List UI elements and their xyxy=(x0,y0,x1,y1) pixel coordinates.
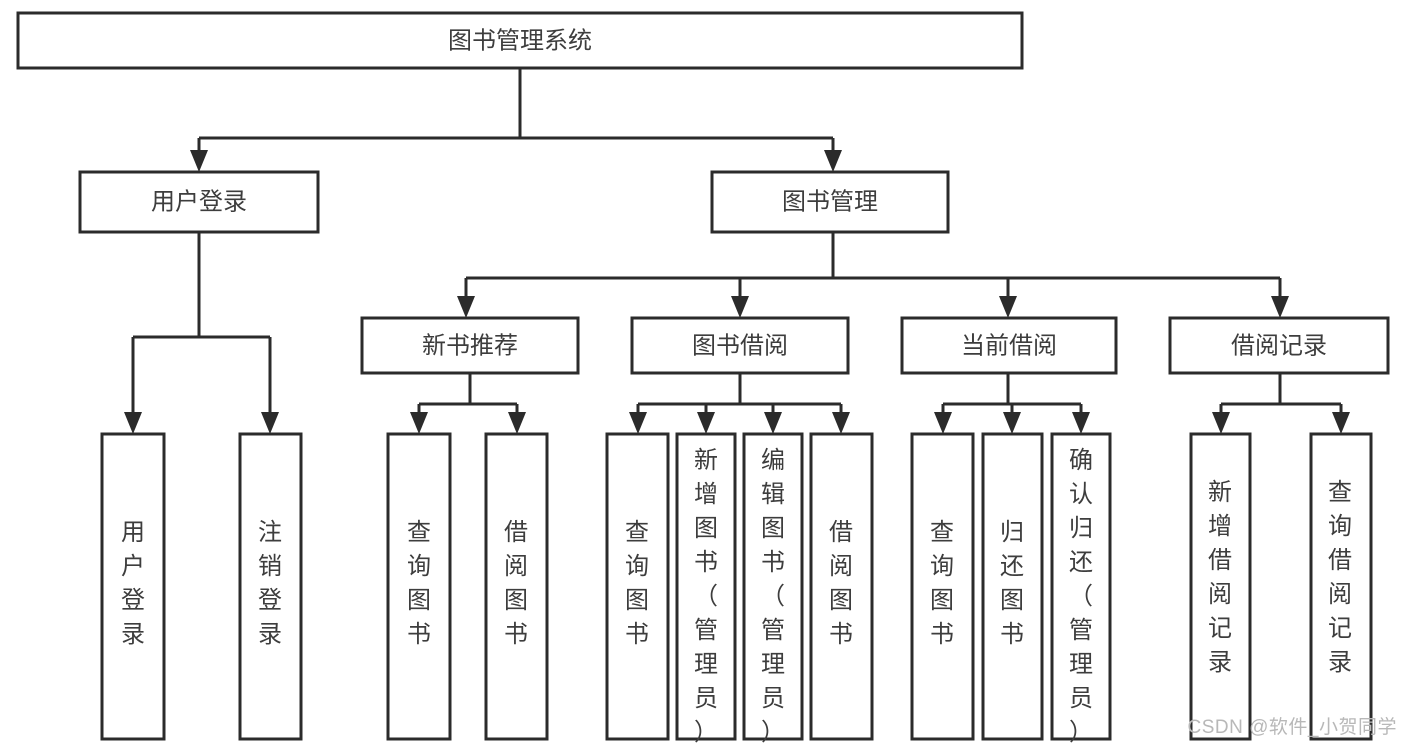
node-leaf-add-record-label: 新增借阅记录 xyxy=(1208,479,1232,676)
node-leaf-borrow-book-2-box[interactable] xyxy=(809,432,874,741)
arrowhead-leaf-query-book-2 xyxy=(629,412,647,434)
node-leaf-query-record-label: 查询借阅记录 xyxy=(1328,479,1352,676)
node-book-manage-label: 图书管理 xyxy=(782,188,878,215)
arrowhead-borrow-record xyxy=(1271,296,1289,318)
arrowhead-leaf-borrow-book-1 xyxy=(508,412,526,434)
node-leaf-borrow-book-1-box[interactable] xyxy=(484,432,549,741)
node-leaf-query-book-3-label: 查询图书 xyxy=(930,519,954,648)
node-leaf-confirm-return[interactable]: 确认归还（管理员） xyxy=(1050,432,1112,746)
arrowhead-leaf-user-login xyxy=(124,412,142,434)
node-leaf-borrow-book-1[interactable]: 借阅图书 xyxy=(484,432,549,741)
csdn-watermark: CSDN @软件_小贺同学 xyxy=(1187,717,1397,738)
node-leaf-add-book-label: 新增图书（管理员） xyxy=(694,447,718,746)
node-leaf-user-login[interactable]: 用户登录 xyxy=(100,432,166,741)
node-leaf-query-book-2-label: 查询图书 xyxy=(625,519,649,648)
arrowhead-leaf-logout xyxy=(261,412,279,434)
node-current-borrow-box[interactable] xyxy=(900,316,1118,375)
node-leaf-query-book-2-box[interactable] xyxy=(605,432,670,741)
node-leaf-return-book-label: 归还图书 xyxy=(1000,519,1024,648)
arrowhead-leaf-return-book xyxy=(1003,412,1021,434)
node-borrow-record-box[interactable] xyxy=(1168,316,1390,375)
node-leaf-borrow-book-1-label: 借阅图书 xyxy=(504,519,528,648)
arrowhead-leaf-add-book xyxy=(697,412,715,434)
node-root-box[interactable] xyxy=(16,11,1024,70)
arrowhead-book-manage xyxy=(824,150,842,172)
arrowhead-leaf-query-book-3 xyxy=(934,412,952,434)
node-book-borrow-label: 图书借阅 xyxy=(692,332,788,359)
node-leaf-confirm-return-box[interactable] xyxy=(1050,432,1112,741)
node-current-borrow-label: 当前借阅 xyxy=(961,332,1057,359)
node-leaf-query-book-1-label: 查询图书 xyxy=(407,519,431,648)
node-leaf-query-book-3-box[interactable] xyxy=(910,432,975,741)
arrowhead-leaf-add-record xyxy=(1212,412,1230,434)
node-leaf-query-record[interactable]: 查询借阅记录 xyxy=(1309,432,1373,741)
node-book-borrow-box[interactable] xyxy=(630,316,850,375)
node-leaf-logout-label: 注销登录 xyxy=(258,519,282,648)
arrowhead-new-book-recommend xyxy=(457,296,475,318)
node-leaf-return-book-box[interactable] xyxy=(981,432,1044,741)
node-user-login-box[interactable] xyxy=(78,170,320,234)
arrowhead-book-borrow xyxy=(731,296,749,318)
node-leaf-edit-book[interactable]: 编辑图书（管理员） xyxy=(742,432,804,746)
node-leaf-query-book-2[interactable]: 查询图书 xyxy=(605,432,670,741)
node-leaf-logout-box[interactable] xyxy=(238,432,303,741)
node-leaf-return-book[interactable]: 归还图书 xyxy=(981,432,1044,741)
node-user-login[interactable]: 用户登录 xyxy=(78,170,320,234)
arrowhead-leaf-confirm-return xyxy=(1072,412,1090,434)
connector-layer xyxy=(124,68,1350,434)
node-leaf-borrow-book-2[interactable]: 借阅图书 xyxy=(809,432,874,741)
node-leaf-user-login-box[interactable] xyxy=(100,432,166,741)
arrowhead-leaf-borrow-book-2 xyxy=(832,412,850,434)
node-book-manage[interactable]: 图书管理 xyxy=(710,170,950,234)
node-new-book-recommend-box[interactable] xyxy=(360,316,580,375)
node-user-login-label: 用户登录 xyxy=(151,188,247,215)
node-root-label: 图书管理系统 xyxy=(448,27,592,54)
node-current-borrow[interactable]: 当前借阅 xyxy=(900,316,1118,375)
node-leaf-borrow-book-2-label: 借阅图书 xyxy=(829,519,853,648)
node-leaf-add-book-box[interactable] xyxy=(675,432,737,741)
node-leaf-user-login-label: 用户登录 xyxy=(121,519,145,648)
node-leaf-query-record-box[interactable] xyxy=(1309,432,1373,741)
arrowhead-leaf-query-record xyxy=(1332,412,1350,434)
node-leaf-edit-book-box[interactable] xyxy=(742,432,804,741)
node-leaf-query-book-1[interactable]: 查询图书 xyxy=(386,432,452,741)
node-leaf-query-book-1-box[interactable] xyxy=(386,432,452,741)
node-root[interactable]: 图书管理系统 xyxy=(16,11,1024,70)
node-leaf-query-book-3[interactable]: 查询图书 xyxy=(910,432,975,741)
node-leaf-logout[interactable]: 注销登录 xyxy=(238,432,303,741)
node-leaf-confirm-return-label: 确认归还（管理员） xyxy=(1069,447,1093,746)
node-book-manage-box[interactable] xyxy=(710,170,950,234)
arrowhead-current-borrow xyxy=(999,296,1017,318)
node-borrow-record-label: 借阅记录 xyxy=(1231,332,1327,359)
node-book-borrow[interactable]: 图书借阅 xyxy=(630,316,850,375)
node-new-book-recommend[interactable]: 新书推荐 xyxy=(360,316,580,375)
node-new-book-recommend-label: 新书推荐 xyxy=(422,332,518,359)
arrowhead-leaf-edit-book xyxy=(764,412,782,434)
arrowhead-leaf-query-book-1 xyxy=(410,412,428,434)
node-leaf-add-book[interactable]: 新增图书（管理员） xyxy=(675,432,737,746)
node-borrow-record[interactable]: 借阅记录 xyxy=(1168,316,1390,375)
node-leaf-edit-book-label: 编辑图书（管理员） xyxy=(761,447,785,746)
node-leaf-add-record-box[interactable] xyxy=(1189,432,1252,741)
arrowhead-user-login xyxy=(190,150,208,172)
node-leaf-add-record[interactable]: 新增借阅记录 xyxy=(1189,432,1252,741)
